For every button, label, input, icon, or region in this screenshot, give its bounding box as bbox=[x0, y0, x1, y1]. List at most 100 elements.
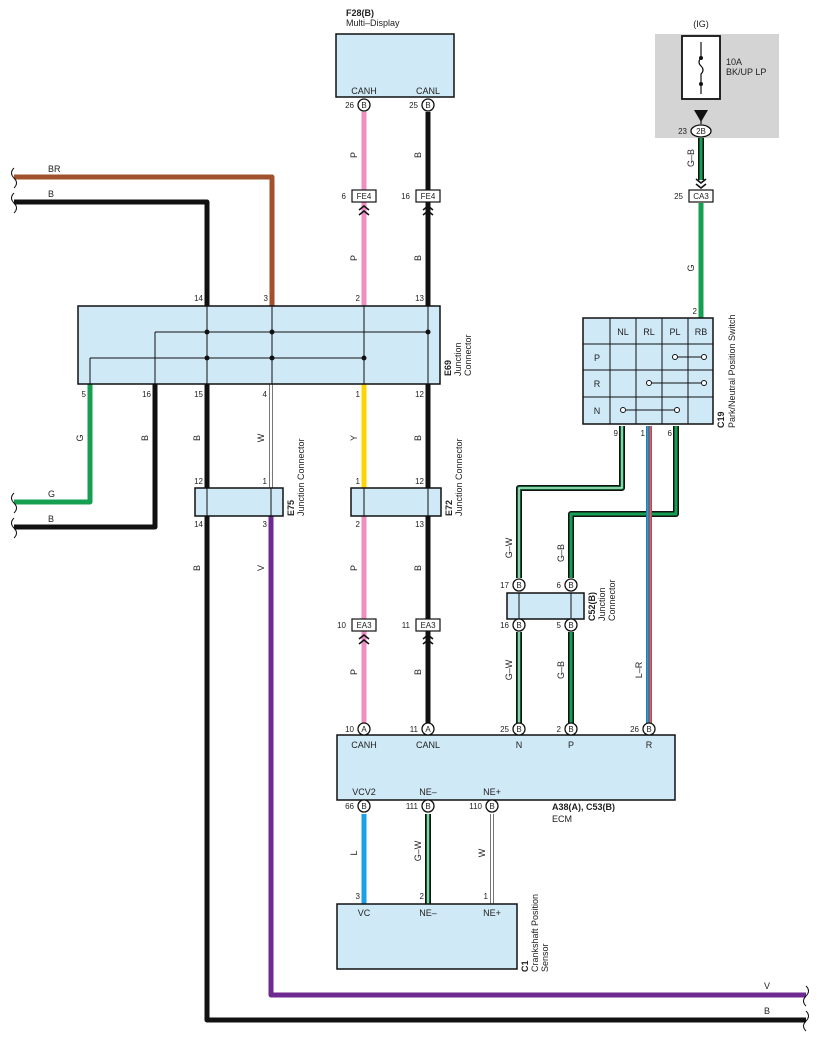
svg-text:2: 2 bbox=[356, 294, 361, 303]
svg-text:13: 13 bbox=[415, 520, 424, 529]
junction-connector-e69: 14 3 2 13 5 16 15 4 1 12 E69 Junction Co… bbox=[77, 294, 473, 399]
svg-text:5: 5 bbox=[82, 390, 87, 399]
svg-text:B: B bbox=[140, 435, 150, 441]
multi-display: F28(B) Multi–Display CANH CANL B 26 B 25 bbox=[335, 8, 455, 112]
svg-text:CANL: CANL bbox=[416, 740, 440, 750]
ecm-top-pin-2: A 11 CANL bbox=[410, 722, 440, 750]
svg-text:G: G bbox=[686, 264, 696, 271]
svg-text:13: 13 bbox=[415, 294, 424, 303]
svg-text:G: G bbox=[75, 434, 85, 441]
svg-text:NE+: NE+ bbox=[483, 787, 501, 797]
svg-text:B: B bbox=[568, 621, 573, 630]
inline-connector-ea3-b: EA3 11 bbox=[402, 618, 441, 645]
break-marks bbox=[11, 167, 809, 1032]
svg-text:12: 12 bbox=[194, 477, 203, 486]
inline-connector-fe4-b: FE4 16 bbox=[401, 189, 441, 216]
svg-text:12: 12 bbox=[415, 390, 424, 399]
svg-text:VCV2: VCV2 bbox=[352, 787, 376, 797]
svg-text:B: B bbox=[48, 514, 54, 524]
svg-text:3: 3 bbox=[356, 892, 361, 901]
svg-text:Y: Y bbox=[349, 435, 359, 441]
ecm-bottom-pin-2: NE– B 111 bbox=[406, 787, 437, 813]
svg-text:P: P bbox=[349, 669, 359, 675]
svg-text:1: 1 bbox=[263, 477, 268, 486]
svg-text:B: B bbox=[568, 725, 573, 734]
c52-name-1: Junction bbox=[597, 587, 607, 621]
svg-text:5: 5 bbox=[557, 621, 562, 630]
wires bbox=[14, 112, 806, 1023]
fuse-block: (IG) 10A BK/UP LP 2B 23 bbox=[678, 19, 766, 138]
ecm: A 10 CANH A 11 CANL B 25 N B 2 P B 26 R bbox=[336, 722, 676, 824]
svg-text:N: N bbox=[594, 406, 601, 416]
wire-labels: BR B P B P B G–B G G B B W Y B G B B V P… bbox=[48, 149, 770, 1016]
svg-text:V: V bbox=[764, 981, 770, 991]
svg-text:1: 1 bbox=[641, 429, 646, 438]
svg-text:G–B: G–B bbox=[556, 544, 566, 562]
svg-text:6: 6 bbox=[557, 581, 562, 590]
svg-text:B: B bbox=[764, 1006, 770, 1016]
svg-text:1: 1 bbox=[484, 892, 489, 901]
svg-text:1: 1 bbox=[356, 477, 361, 486]
svg-text:11: 11 bbox=[402, 621, 411, 630]
svg-text:25: 25 bbox=[500, 725, 509, 734]
svg-text:B: B bbox=[516, 725, 521, 734]
svg-text:B: B bbox=[192, 435, 202, 441]
svg-text:B: B bbox=[413, 565, 423, 571]
svg-text:14: 14 bbox=[194, 294, 203, 303]
f28-pin-label-canl: CANL bbox=[416, 86, 440, 96]
svg-text:110: 110 bbox=[469, 802, 482, 811]
svg-text:2: 2 bbox=[693, 307, 698, 316]
ecm-top-pin-1: A 10 CANH bbox=[345, 722, 377, 750]
svg-text:4: 4 bbox=[263, 390, 268, 399]
ecm-id: A38(A), C53(B) bbox=[552, 802, 615, 812]
svg-text:N: N bbox=[516, 740, 523, 750]
f28-pin-num: 26 bbox=[345, 101, 354, 110]
ecm-bottom-pin-3: NE+ B 110 bbox=[469, 787, 501, 813]
svg-text:L: L bbox=[349, 850, 359, 855]
f28-name: Multi–Display bbox=[346, 18, 400, 28]
junction-connector-c52: B 17 B 6 B 16 B 5 C52(B) Junction Connec… bbox=[500, 578, 617, 632]
c52-id: C52(B) bbox=[587, 592, 597, 621]
ecm-name: ECM bbox=[552, 814, 572, 824]
svg-text:2: 2 bbox=[557, 725, 562, 734]
wire-v bbox=[268, 516, 806, 998]
svg-text:26: 26 bbox=[630, 725, 639, 734]
svg-text:FE4: FE4 bbox=[421, 192, 436, 201]
wire-b-top bbox=[14, 199, 210, 306]
svg-text:VC: VC bbox=[358, 908, 371, 918]
ecm-bottom-pin-1: VCV2 B 66 bbox=[345, 787, 376, 813]
svg-text:B: B bbox=[361, 802, 366, 811]
svg-text:G–B: G–B bbox=[686, 149, 696, 167]
svg-text:16: 16 bbox=[500, 621, 509, 630]
wire-b-left bbox=[14, 384, 158, 530]
svg-text:P: P bbox=[349, 565, 359, 571]
svg-text:CA3: CA3 bbox=[693, 192, 709, 201]
svg-text:66: 66 bbox=[345, 802, 354, 811]
svg-text:2: 2 bbox=[356, 520, 361, 529]
svg-text:R: R bbox=[594, 379, 601, 389]
svg-text:G: G bbox=[48, 489, 55, 499]
svg-text:A: A bbox=[425, 725, 431, 734]
fuse-circuit: (IG) bbox=[693, 19, 709, 29]
svg-text:B: B bbox=[568, 581, 573, 590]
e69-name-2: Connector bbox=[463, 334, 473, 376]
svg-text:B: B bbox=[425, 802, 430, 811]
c52-name-2: Connector bbox=[607, 579, 617, 621]
svg-text:P: P bbox=[349, 152, 359, 158]
svg-text:L–R: L–R bbox=[634, 661, 644, 678]
svg-text:G–B: G–B bbox=[556, 661, 566, 679]
fuse-rating: 10A bbox=[726, 57, 742, 67]
svg-text:2: 2 bbox=[420, 892, 425, 901]
f28-pin-num: 25 bbox=[409, 101, 418, 110]
svg-text:B: B bbox=[516, 621, 521, 630]
f28-pin-label-canh: CANH bbox=[351, 86, 377, 96]
f28-pin-type: B bbox=[425, 101, 430, 110]
svg-text:3: 3 bbox=[263, 520, 268, 529]
wire-b-bottom bbox=[204, 516, 806, 1023]
svg-text:B: B bbox=[516, 581, 521, 590]
svg-text:B: B bbox=[192, 565, 202, 571]
svg-text:PL: PL bbox=[669, 327, 680, 337]
svg-text:B: B bbox=[48, 189, 54, 199]
svg-text:15: 15 bbox=[194, 390, 203, 399]
